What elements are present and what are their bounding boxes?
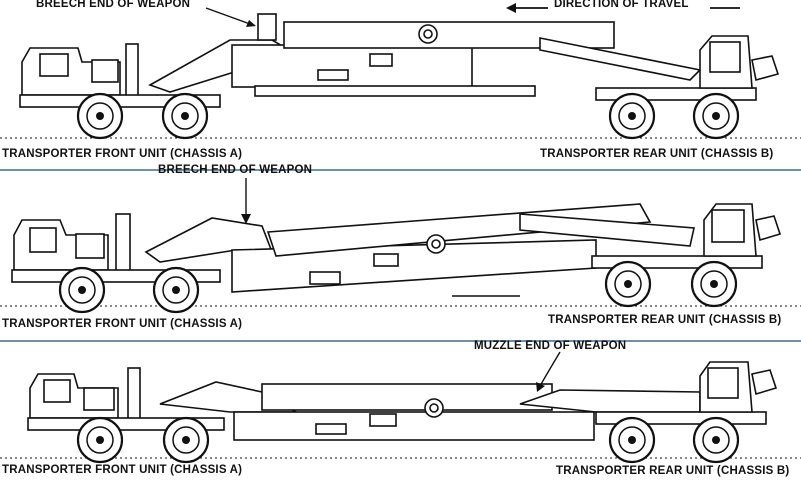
- breech-callout-arrow: [241, 178, 251, 224]
- rear-unit-label: TRANSPORTER REAR UNIT (CHASSIS B): [556, 465, 790, 477]
- muzzle-callout-arrow: [536, 351, 561, 392]
- muzzle-end-label: MUZZLE END OF WEAPON: [474, 340, 627, 352]
- breech-end-label: BREECH END OF WEAPON: [36, 0, 191, 10]
- weapon-carriage: [144, 203, 695, 297]
- wheel: [161, 92, 209, 140]
- front-unit-label: TRANSPORTER FRONT UNIT (CHASSIS A): [2, 464, 243, 476]
- wheel: [162, 416, 210, 464]
- wheel: [58, 266, 106, 314]
- wheel: [76, 416, 124, 464]
- panel-1-drawing: [0, 3, 801, 140]
- breech-callout-arrow: [205, 7, 256, 27]
- front-unit-label: TRANSPORTER FRONT UNIT (CHASSIS A): [2, 148, 243, 160]
- wheel: [608, 416, 656, 464]
- front-unit-label: TRANSPORTER FRONT UNIT (CHASSIS A): [2, 318, 243, 330]
- wheel: [608, 92, 656, 140]
- direction-of-travel-label: DIRECTION OF TRAVEL: [554, 0, 689, 10]
- wheel: [692, 92, 740, 140]
- rear-unit-cab: [591, 203, 782, 269]
- weapon-carriage: [159, 381, 701, 441]
- wheel: [604, 260, 652, 308]
- rear-unit-label: TRANSPORTER REAR UNIT (CHASSIS B): [540, 148, 774, 160]
- direction-arrow: [506, 3, 740, 13]
- panel-3-drawing: [0, 351, 801, 464]
- wheel: [690, 260, 738, 308]
- panel-2-drawing: [0, 178, 801, 314]
- weapon-carriage: [148, 13, 702, 97]
- panel-separator: [0, 340, 801, 342]
- rear-unit-label: TRANSPORTER REAR UNIT (CHASSIS B): [548, 314, 782, 326]
- wheel: [76, 92, 124, 140]
- breech-end-label: BREECH END OF WEAPON: [158, 164, 313, 176]
- wheel: [692, 416, 740, 464]
- panel-separator: [0, 169, 801, 171]
- wheel: [152, 266, 200, 314]
